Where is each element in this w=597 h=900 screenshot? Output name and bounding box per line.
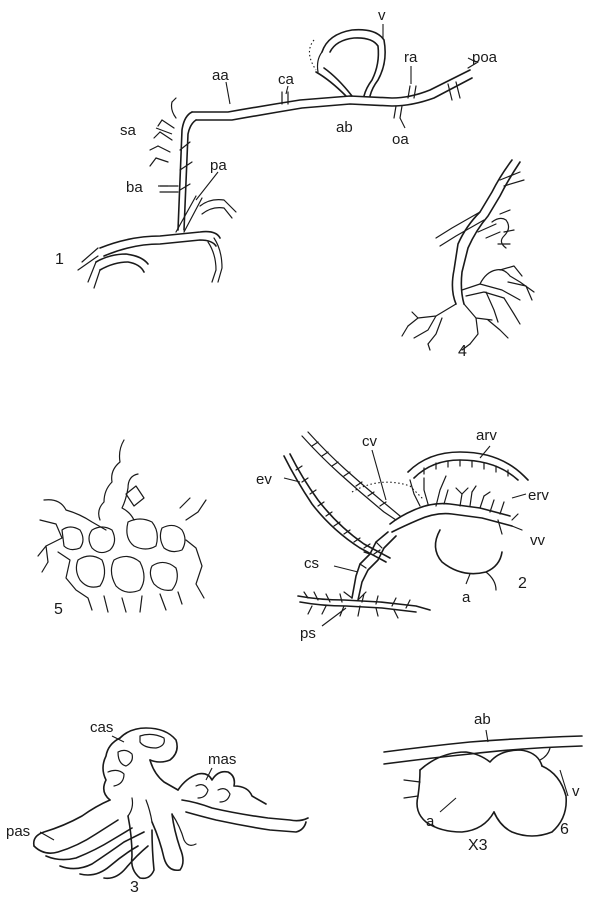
fig2-label-vv: vv — [530, 532, 546, 549]
fig6-label-a: a — [426, 813, 435, 830]
fig6-magnification: X3 — [468, 837, 488, 854]
fig6-label-v: v — [572, 783, 580, 800]
fig2-label-ev: ev — [256, 471, 272, 488]
figure-5-capillary-network: 5 — [38, 440, 206, 618]
fig2-label-ps: ps — [300, 625, 316, 642]
fig1-label-ca: ca — [278, 71, 295, 88]
fig2-label-cs: cs — [304, 555, 319, 572]
fig3-label-mas: mas — [208, 751, 236, 768]
figure-4-branching-vessels: 4 — [402, 160, 534, 360]
fig1-label-ba: ba — [126, 179, 143, 196]
fig3-label-pas: pas — [6, 823, 30, 840]
figure-2-venous-system: cv arv ev erv vv cs a ps 2 — [256, 427, 549, 642]
fig1-label-pa: pa — [210, 157, 227, 174]
fig2-label-a: a — [462, 589, 471, 606]
fig1-label-v: v — [378, 7, 386, 24]
fig6-label-ab: ab — [474, 711, 491, 728]
figure-1-arterial-system: v ra poa aa ca sa ab oa ba pa 1 — [55, 7, 498, 288]
fig1-label-poa: poa — [472, 49, 498, 66]
fig2-label-erv: erv — [528, 487, 549, 504]
fig3-label-cas: cas — [90, 719, 113, 736]
fig1-label-aa: aa — [212, 67, 229, 84]
fig1-label-oa: oa — [392, 131, 409, 148]
fig1-label-ab: ab — [336, 119, 353, 136]
figure-3-number: 3 — [130, 879, 139, 896]
figure-6-heart-section: ab v a X3 6 — [384, 711, 582, 854]
figure-3-sinus-system: cas mas pas 3 — [6, 719, 308, 896]
figure-1-number: 1 — [55, 251, 64, 268]
figure-4-number: 4 — [458, 343, 467, 360]
figure-2-number: 2 — [518, 575, 527, 592]
fig1-label-ra: ra — [404, 49, 418, 66]
figure-5-number: 5 — [54, 601, 63, 618]
figure-6-number: 6 — [560, 821, 569, 838]
fig2-label-cv: cv — [362, 433, 378, 450]
fig1-label-sa: sa — [120, 122, 137, 139]
fig2-label-arv: arv — [476, 427, 497, 444]
